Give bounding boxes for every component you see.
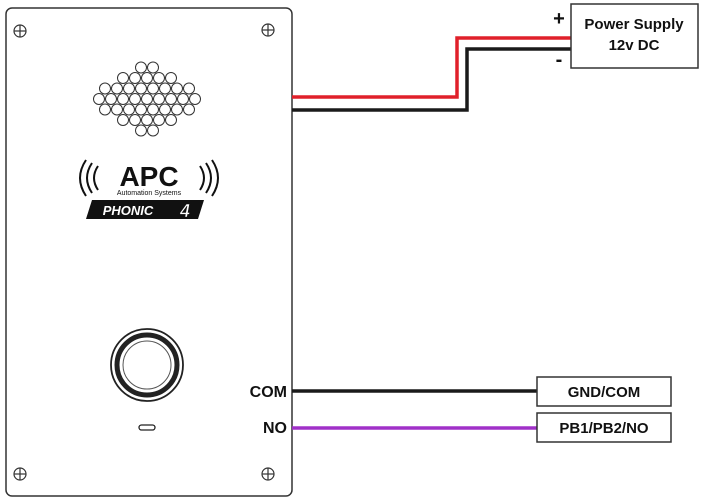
power-supply-box [570,3,699,69]
grille-hole [165,114,177,126]
logo-product: PHONIC [103,203,154,218]
logo-brand: APC [119,161,178,192]
grille-hole [171,82,183,95]
speaker-grille-icon [93,61,201,137]
signal-waves-icon [79,159,219,197]
grille-hole [159,103,171,116]
power-supply-title: Power Supply [584,16,684,33]
negative-terminal-label: - [556,49,563,71]
grille-hole [117,93,129,105]
grille-hole [129,114,141,126]
logo-product-number: 4 [179,201,190,221]
power-supply-voltage: 12v DC [609,37,660,54]
screw-icon [13,24,27,38]
grille-hole [141,93,153,105]
grille-hole [135,124,147,137]
phonic-badge: PHONIC 4 [86,200,204,221]
grille-hole [123,82,135,95]
grille-hole [129,72,141,84]
grille-hole [111,82,123,95]
led-indicator-icon [138,424,156,431]
grille-hole [153,93,165,105]
gnd-com-label: GND/COM [568,384,641,401]
com-terminal-label: COM [250,384,287,401]
grille-hole [105,93,117,105]
grille-hole [117,72,129,84]
grille-hole [123,103,135,116]
grille-hole [147,124,159,137]
screw-icon [13,467,27,481]
grille-hole [135,103,147,116]
gnd-com-box [536,376,672,407]
positive-terminal-label: + [553,8,565,30]
grille-hole [177,93,189,105]
grille-hole [183,82,195,95]
grille-hole [117,114,129,126]
grille-hole [171,103,183,116]
screw-icon [261,467,275,481]
grille-hole [165,93,177,105]
no-terminal-label: NO [263,420,287,437]
grille-hole [147,103,159,116]
grille-hole [99,103,111,116]
grille-hole [147,61,159,74]
grille-hole [153,114,165,126]
red-wire [292,36,572,99]
grille-hole [141,72,153,84]
grille-hole [159,82,171,95]
apc-logo: APC Automation Systems PHONIC 4 [79,159,219,221]
grille-hole [129,93,141,105]
grille-hole [135,61,147,74]
grille-hole [93,93,105,105]
grille-hole [153,72,165,84]
grille-hole [147,82,159,95]
logo-subtitle: Automation Systems [117,190,182,197]
grille-hole [189,93,201,105]
screw-icon [261,23,275,37]
pb-no-label: PB1/PB2/NO [559,420,649,437]
grille-hole [99,82,111,95]
grille-hole [183,103,195,116]
black-power-wire [292,47,572,112]
intercom-panel [5,7,293,497]
grille-hole [165,72,177,84]
grille-hole [111,103,123,116]
push-button-icon [110,328,184,402]
grille-hole [135,82,147,95]
grille-hole [141,114,153,126]
pb-no-box [536,412,672,443]
